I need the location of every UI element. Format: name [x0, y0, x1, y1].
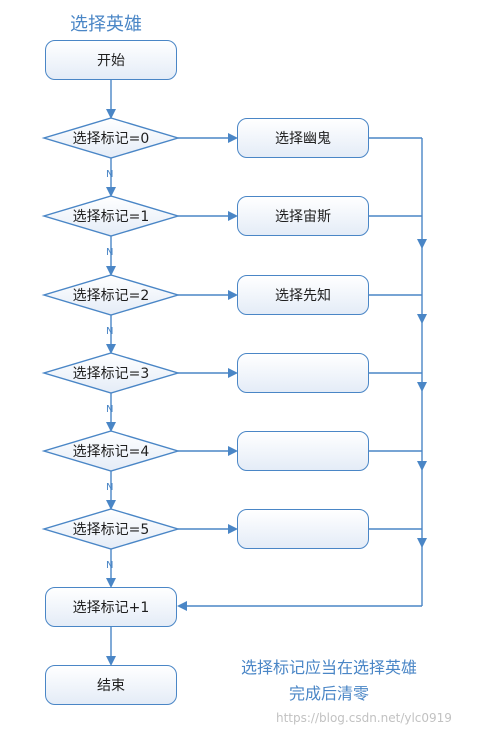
choose-node-1: 选择宙斯: [237, 196, 369, 236]
no-label-3: N: [106, 404, 114, 415]
no-label-1: N: [106, 247, 114, 258]
choose-node-5: [237, 509, 369, 549]
decision-diamond-3: [41, 352, 181, 394]
end-node: 结束: [45, 665, 177, 705]
note-line-1: 选择标记应当在选择英雄: [240, 658, 417, 677]
choose-node-4: [237, 431, 369, 471]
increment-node: 选择标记+1: [45, 587, 177, 627]
decision-diamond-2: [41, 274, 181, 316]
diagram-title: 选择英雄: [70, 14, 142, 35]
decision-diamond-0: [41, 117, 181, 159]
watermark: https://blog.csdn.net/ylc0919: [276, 711, 452, 725]
no-label-2: N: [106, 326, 114, 337]
decision-diamond-5: [41, 508, 181, 550]
choose-node-3: [237, 353, 369, 393]
decision-diamond-1: [41, 195, 181, 237]
decision-diamond-4: [41, 430, 181, 472]
start-node: 开始: [45, 40, 177, 80]
note-line-2: 完成后清零: [288, 684, 369, 703]
no-label-5: N: [106, 560, 114, 571]
note: 选择标记应当在选择英雄 完成后清零: [214, 655, 444, 707]
choose-node-2: 选择先知: [237, 275, 369, 315]
no-label-4: N: [106, 482, 114, 493]
no-label-0: N: [106, 169, 114, 180]
choose-node-0: 选择幽鬼: [237, 118, 369, 158]
